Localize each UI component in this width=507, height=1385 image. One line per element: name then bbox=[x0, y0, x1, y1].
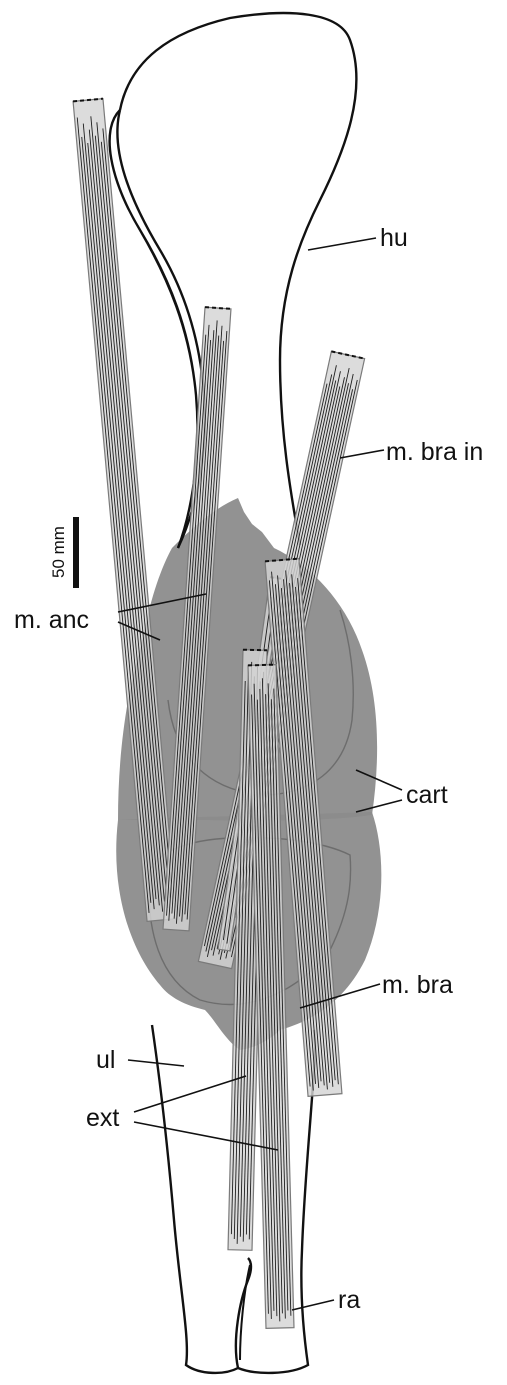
label-hu: hu bbox=[380, 224, 408, 252]
scale-bar: 50 mm bbox=[49, 517, 79, 588]
label-cart: cart bbox=[406, 781, 448, 809]
label-m-bra: m. bra bbox=[382, 971, 453, 999]
label-m-anc: m. anc bbox=[14, 606, 89, 634]
label-m-bra-in: m. bra in bbox=[386, 438, 483, 466]
label-ra: ra bbox=[338, 1286, 360, 1314]
label-ul: ul bbox=[96, 1046, 115, 1074]
scale-bar-line bbox=[73, 517, 79, 588]
leader-ra bbox=[292, 1300, 334, 1310]
leader-ext-2 bbox=[134, 1122, 278, 1150]
leader-m-bra-in bbox=[340, 450, 384, 458]
leader-ext-1 bbox=[134, 1076, 246, 1112]
leader-hu bbox=[308, 238, 376, 250]
label-ext: ext bbox=[86, 1104, 119, 1132]
scale-bar-label: 50 mm bbox=[49, 526, 68, 578]
